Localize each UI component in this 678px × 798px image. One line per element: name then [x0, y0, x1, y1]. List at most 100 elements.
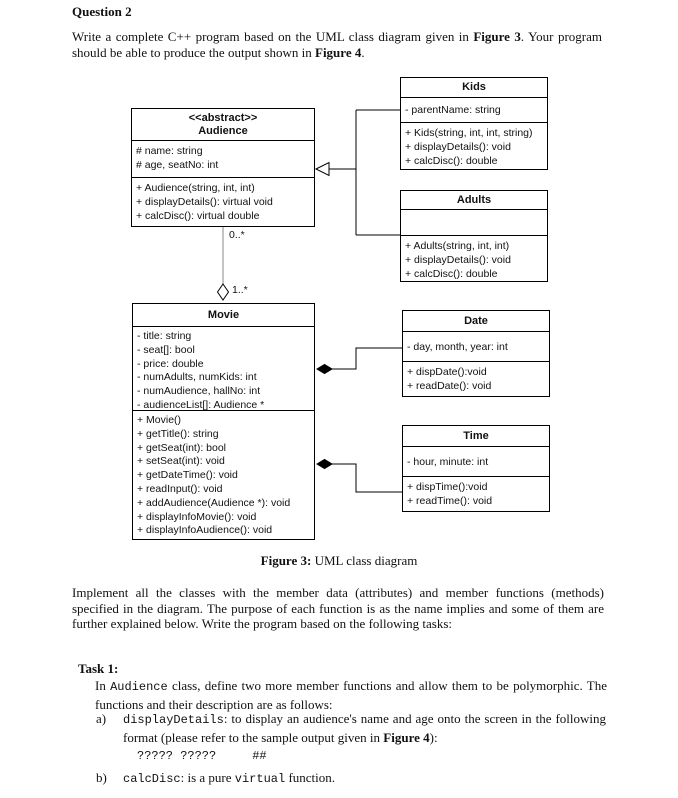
method: + Movie()	[137, 414, 182, 426]
class-attributes: - title: string - seat[]: bool - price: …	[133, 327, 314, 411]
method: + readDate(): void	[407, 379, 492, 392]
class-stereotype: <<abstract>>	[188, 111, 258, 124]
class-name: Kids	[462, 81, 486, 93]
attribute: - title: string	[137, 330, 192, 342]
class-methods: + dispTime():void + readTime(): void	[403, 477, 549, 511]
filled-diamond	[316, 363, 333, 375]
item-b-marker: b)	[96, 770, 107, 785]
method: + setSeat(int): void	[137, 455, 225, 468]
item-b-code: calcDisc	[123, 772, 181, 786]
method: + dispTime():void	[407, 481, 488, 493]
attribute: - seat[]: bool	[137, 343, 195, 356]
method: + getTitle(): string	[137, 427, 219, 440]
class-header: Date	[403, 311, 549, 332]
task1-intro-code: Audience	[110, 680, 168, 694]
class-name: Movie	[207, 308, 240, 321]
method: + Adults(string, int, int)	[405, 240, 510, 252]
task1-intro-text-2: class, define two more member functions …	[95, 678, 607, 712]
class-methods: + dispDate():void + readDate(): void	[403, 362, 549, 396]
task1-intro: In Audience class, define two more membe…	[95, 677, 607, 713]
attribute: - numAdults, numKids: int	[137, 371, 257, 384]
class-attributes: # name: string # age, seatNo: int	[132, 141, 314, 178]
class-box-time: Time - hour, minute: int + dispTime():vo…	[402, 425, 550, 512]
attribute: - price: double	[137, 357, 204, 370]
class-attributes: - day, month, year: int	[403, 332, 549, 362]
sample-output-format: ????? ????? ##	[137, 749, 267, 763]
figure-caption: Figure 3: UML class diagram	[0, 553, 678, 569]
intro-text-3: .	[361, 44, 365, 60]
attribute: - numAudience, hallNo: int	[137, 385, 261, 398]
method: + displayInfoAudience(): void	[137, 524, 273, 537]
item-b-text-2: function.	[285, 770, 336, 785]
class-attributes-empty	[401, 210, 547, 236]
method: + addAudience(Audience *): void	[137, 496, 291, 509]
figure-caption-label: Figure 3:	[260, 553, 312, 568]
composition-date-connector	[316, 347, 402, 375]
attribute: # age, seatNo: int	[136, 158, 219, 171]
attribute: - parentName: string	[405, 104, 501, 116]
method: + getDateTime(): void	[137, 469, 238, 482]
class-header: <<abstract>> Audience	[132, 109, 314, 141]
class-methods: + Kids(string, int, int, string) + displ…	[401, 123, 547, 169]
hollow-diamond	[216, 283, 230, 301]
class-methods: + Audience(string, int, int) + displayDe…	[132, 178, 314, 226]
class-box-kids: Kids - parentName: string + Kids(string,…	[400, 77, 548, 170]
class-header: Adults	[401, 191, 547, 210]
figure4-ref: Figure 4	[315, 44, 362, 60]
method: + displayDetails(): void	[405, 253, 511, 266]
method: + readInput(): void	[137, 482, 223, 495]
item-b-text-1: : is a pure	[180, 770, 235, 785]
class-box-movie: Movie - title: string - seat[]: bool - p…	[132, 303, 315, 540]
generalization-connector	[314, 109, 400, 236]
method: + calcDisc(): double	[405, 267, 498, 280]
figure-caption-text: UML class diagram	[311, 553, 418, 568]
method: + getSeat(int): bool	[137, 441, 227, 454]
class-header: Movie	[133, 304, 314, 327]
intro-text-1: Write a complete C++ program based on th…	[72, 29, 474, 44]
class-name: Audience	[198, 124, 248, 137]
attribute: - hour, minute: int	[407, 456, 489, 468]
class-name: Time	[463, 429, 489, 442]
attribute: - day, month, year: int	[407, 341, 508, 353]
method: + displayDetails(): void	[405, 140, 511, 153]
class-header: Time	[403, 426, 549, 447]
uml-connectors	[216, 109, 402, 493]
multiplicity-upper: 0..*	[229, 229, 245, 241]
method: + Audience(string, int, int)	[136, 182, 255, 194]
method: + calcDisc(): double	[405, 154, 498, 167]
method: + readTime(): void	[407, 494, 493, 507]
class-methods: + Movie() + getTitle(): string + getSeat…	[133, 411, 314, 539]
attribute: # name: string	[136, 145, 203, 157]
aggregation-connector	[216, 227, 230, 301]
figure3-ref: Figure 3	[473, 29, 521, 44]
item-a-figure4-ref: Figure 4	[383, 730, 430, 745]
task1-item-a: a) displayDetails: to display an audienc…	[96, 710, 606, 746]
class-header: Kids	[401, 78, 547, 98]
class-box-audience: <<abstract>> Audience # name: string # a…	[131, 108, 315, 227]
method: + displayInfoMovie(): void	[137, 510, 257, 523]
item-a-text-1: : to display an audience's name and age …	[123, 711, 606, 745]
composition-time-connector	[316, 458, 402, 493]
intro-text-2: . Your program should be able to produce…	[72, 29, 602, 60]
question-heading: Question 2	[72, 4, 132, 19]
attribute: - audienceList[]: Audience *	[137, 398, 265, 411]
class-attributes: - parentName: string	[401, 98, 547, 123]
filled-diamond	[316, 458, 333, 470]
method: + dispDate():void	[407, 366, 487, 378]
task1-intro-text-1: In	[95, 678, 111, 693]
method: + displayDetails(): virtual void	[136, 195, 273, 208]
class-box-adults: Adults + Adults(string, int, int) + disp…	[400, 190, 548, 282]
item-a-code: displayDetails	[123, 713, 224, 727]
hollow-triangle-arrowhead	[314, 161, 330, 177]
multiplicity-lower: 1..*	[232, 284, 248, 296]
implement-paragraph: Implement all the classes with the membe…	[72, 585, 604, 631]
item-a-text-2: ):	[429, 730, 438, 745]
method: + calcDisc(): virtual double	[136, 209, 260, 222]
item-b-code-2: virtual	[234, 772, 286, 786]
class-name: Date	[464, 314, 488, 327]
class-attributes: - hour, minute: int	[403, 447, 549, 477]
intro-paragraph: Write a complete C++ program based on th…	[72, 29, 602, 60]
task1-item-b: b) calcDisc: is a pure virtual function.	[96, 769, 606, 788]
method: + Kids(string, int, int, string)	[405, 127, 533, 139]
